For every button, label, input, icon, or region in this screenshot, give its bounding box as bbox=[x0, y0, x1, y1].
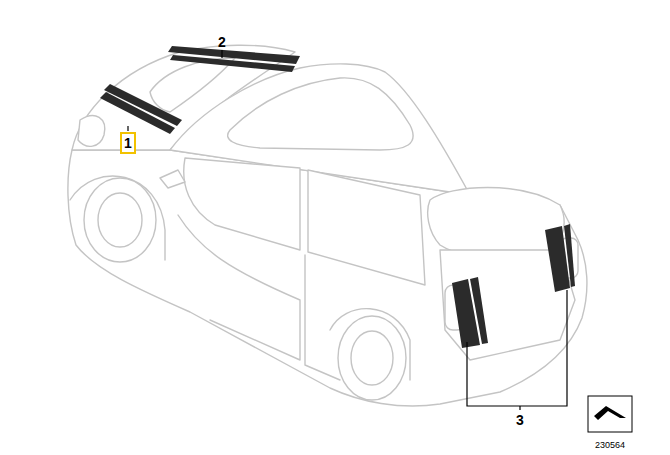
drawing-number: 230564 bbox=[595, 441, 625, 450]
callout-number: 1 bbox=[124, 136, 132, 150]
highlight-box: 1 bbox=[120, 132, 136, 154]
callout-number: 3 bbox=[516, 413, 524, 427]
callout-number: 2 bbox=[218, 35, 226, 49]
